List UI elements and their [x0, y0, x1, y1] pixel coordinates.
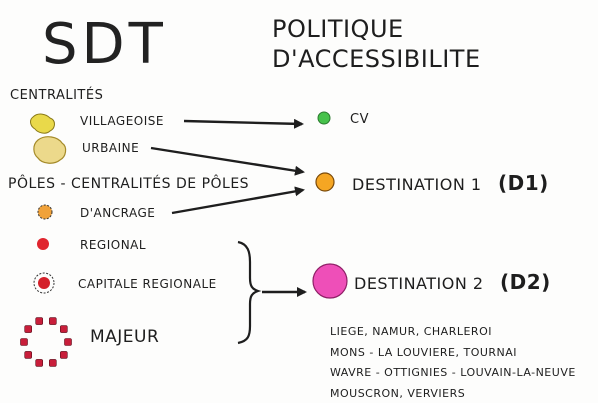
majeur-ring-icon — [20, 317, 72, 367]
majeur-square-icon — [59, 351, 68, 359]
cities-line-2: MONS - LA LOUVIERE, TOURNAI — [330, 346, 517, 359]
cities-line-1: LIEGE, NAMUR, CHARLEROI — [330, 325, 492, 338]
label-villageoise: VILLAGEOISE — [80, 114, 164, 128]
arrow-urbaine-to-d1 — [150, 146, 305, 176]
cities-line-4: MOUSCRON, VERVIERS — [330, 387, 465, 400]
cities-line-3: WAVRE - OTTIGNIES - LOUVAIN-LA-NEUVE — [330, 366, 576, 379]
label-d1: DESTINATION 1 — [352, 175, 482, 194]
label-d2: DESTINATION 2 — [354, 274, 484, 293]
main-title: SDT — [42, 12, 167, 77]
arrow-ancrage-to-d1 — [171, 186, 305, 215]
label-d2-code: (D2) — [500, 270, 551, 294]
arrow-villageoise-to-cv — [183, 118, 304, 129]
label-regional: REGIONAL — [80, 238, 146, 252]
label-urbaine: URBAINE — [82, 141, 139, 155]
villageoise-blob-icon — [30, 113, 55, 134]
regional-dot-icon — [37, 238, 49, 250]
ancrage-dot-icon — [37, 204, 53, 220]
label-majeur: MAJEUR — [90, 327, 159, 347]
majeur-square-icon — [24, 351, 33, 359]
capitale-dot-icon — [38, 277, 50, 289]
subtitle-line-1: POLITIQUE — [272, 15, 404, 43]
subtitle-line-2: D'ACCESSIBILITE — [272, 45, 481, 73]
majeur-square-icon — [35, 317, 44, 325]
urbaine-blob-icon — [33, 136, 67, 164]
majeur-square-icon — [24, 325, 33, 333]
majeur-square-icon — [35, 359, 44, 367]
curly-brace — [237, 240, 262, 345]
section-centralites: CENTRALITÉS — [10, 87, 103, 103]
majeur-square-icon — [20, 338, 28, 346]
majeur-square-icon — [48, 317, 57, 325]
label-cv: CV — [350, 112, 369, 127]
d2-dot-icon — [312, 263, 348, 299]
majeur-square-icon — [64, 338, 72, 346]
label-ancrage: D'ANCRAGE — [80, 206, 155, 220]
capitale-ring-icon — [33, 272, 55, 294]
label-d1-code: (D1) — [498, 171, 549, 195]
cv-dot-icon — [317, 111, 331, 125]
majeur-square-icon — [48, 359, 57, 367]
section-poles: PÔLES - CENTRALITÉS DE PÔLES — [8, 174, 249, 192]
majeur-square-icon — [59, 325, 68, 333]
label-capitale: CAPITALE REGIONALE — [78, 277, 217, 291]
d1-dot-icon — [315, 172, 335, 192]
